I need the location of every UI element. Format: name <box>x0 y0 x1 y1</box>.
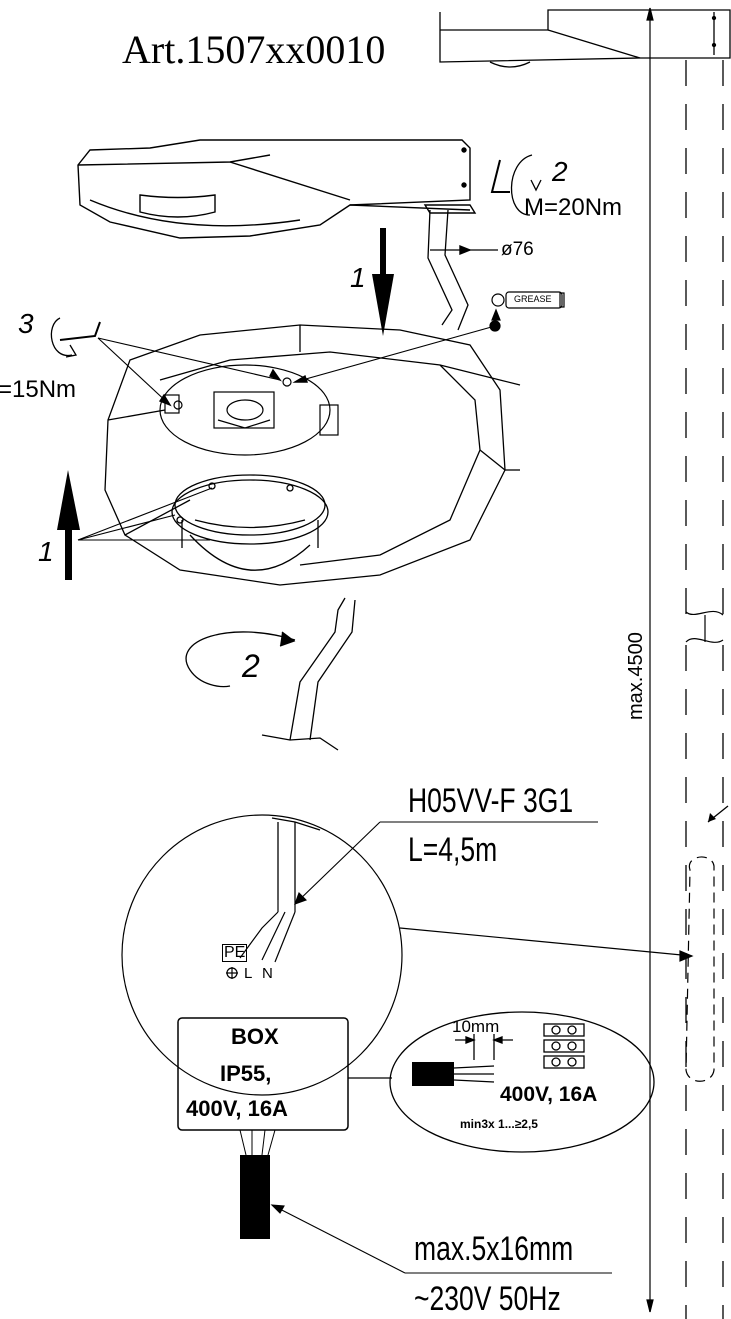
pe-wire-label: PE <box>222 944 248 962</box>
mounting-plate <box>159 364 339 456</box>
terminal-section-label: min3x 1...≥2,5 <box>460 1117 538 1131</box>
cable-type-label: H05VV-F 3G1 <box>408 782 574 820</box>
supply-voltage-label: ~230V 50Hz <box>414 1280 561 1318</box>
step-2-turn-label: 2 <box>242 648 260 684</box>
box-title: BOX <box>231 1024 279 1049</box>
l-wire-label: L <box>244 965 253 982</box>
arrow-down-1 <box>372 228 394 336</box>
rotation-arrow-2 <box>185 631 296 688</box>
supply-cable-label: max.5x16mm <box>414 1230 574 1268</box>
luminaire-top-view <box>439 9 731 68</box>
grease-label: GREASE <box>514 294 552 304</box>
luminaire-head <box>77 139 477 239</box>
box-output-wires <box>239 1129 276 1156</box>
pole-height-label: max.4500 <box>625 632 647 720</box>
supply-cable-lower <box>240 1155 270 1239</box>
pole-break <box>685 610 724 643</box>
n-wire-label: N <box>262 965 273 982</box>
step-2-head-label: 2 <box>552 156 568 187</box>
article-number: Art.1507xx0010 <box>122 27 386 72</box>
terminal-detail <box>389 1011 655 1153</box>
lamp-collar <box>171 474 329 571</box>
connection-detail <box>121 814 694 1096</box>
allen-key-2 <box>490 154 542 216</box>
arrow-up-1 <box>57 470 80 580</box>
pipe-diameter-label: ø76 <box>501 239 534 260</box>
torque-15-label: =15Nm <box>0 376 77 403</box>
spigot-pipe <box>427 209 498 331</box>
cable-leader <box>294 821 598 905</box>
height-dimension <box>646 7 654 1313</box>
step-3-label: 3 <box>18 308 34 339</box>
terminal-rating-label: 400V, 16A <box>500 1083 598 1106</box>
junction-box <box>177 1017 349 1131</box>
step-1-up-label: 1 <box>38 536 54 567</box>
box-electrical-rating: 400V, 16A <box>186 1096 288 1121</box>
supply-cable-upper <box>261 597 356 900</box>
cover-housing <box>104 324 521 586</box>
grease-tube <box>489 291 565 332</box>
cable-length-label: L=4,5m <box>408 831 498 869</box>
screw-leaders <box>97 325 496 406</box>
up-arrow-leaders <box>77 487 213 541</box>
allen-key-3 <box>50 317 101 358</box>
strip-length-label: 10mm <box>452 1017 500 1036</box>
supply-leader <box>270 1204 612 1274</box>
torque-20-label: M=20Nm <box>524 194 623 221</box>
box-ip-rating: IP55, <box>220 1061 272 1086</box>
pipe-dimension-tick <box>459 244 472 256</box>
pole-opening <box>685 856 715 1082</box>
step-1-down-label: 1 <box>350 262 366 293</box>
pole <box>685 60 724 1319</box>
